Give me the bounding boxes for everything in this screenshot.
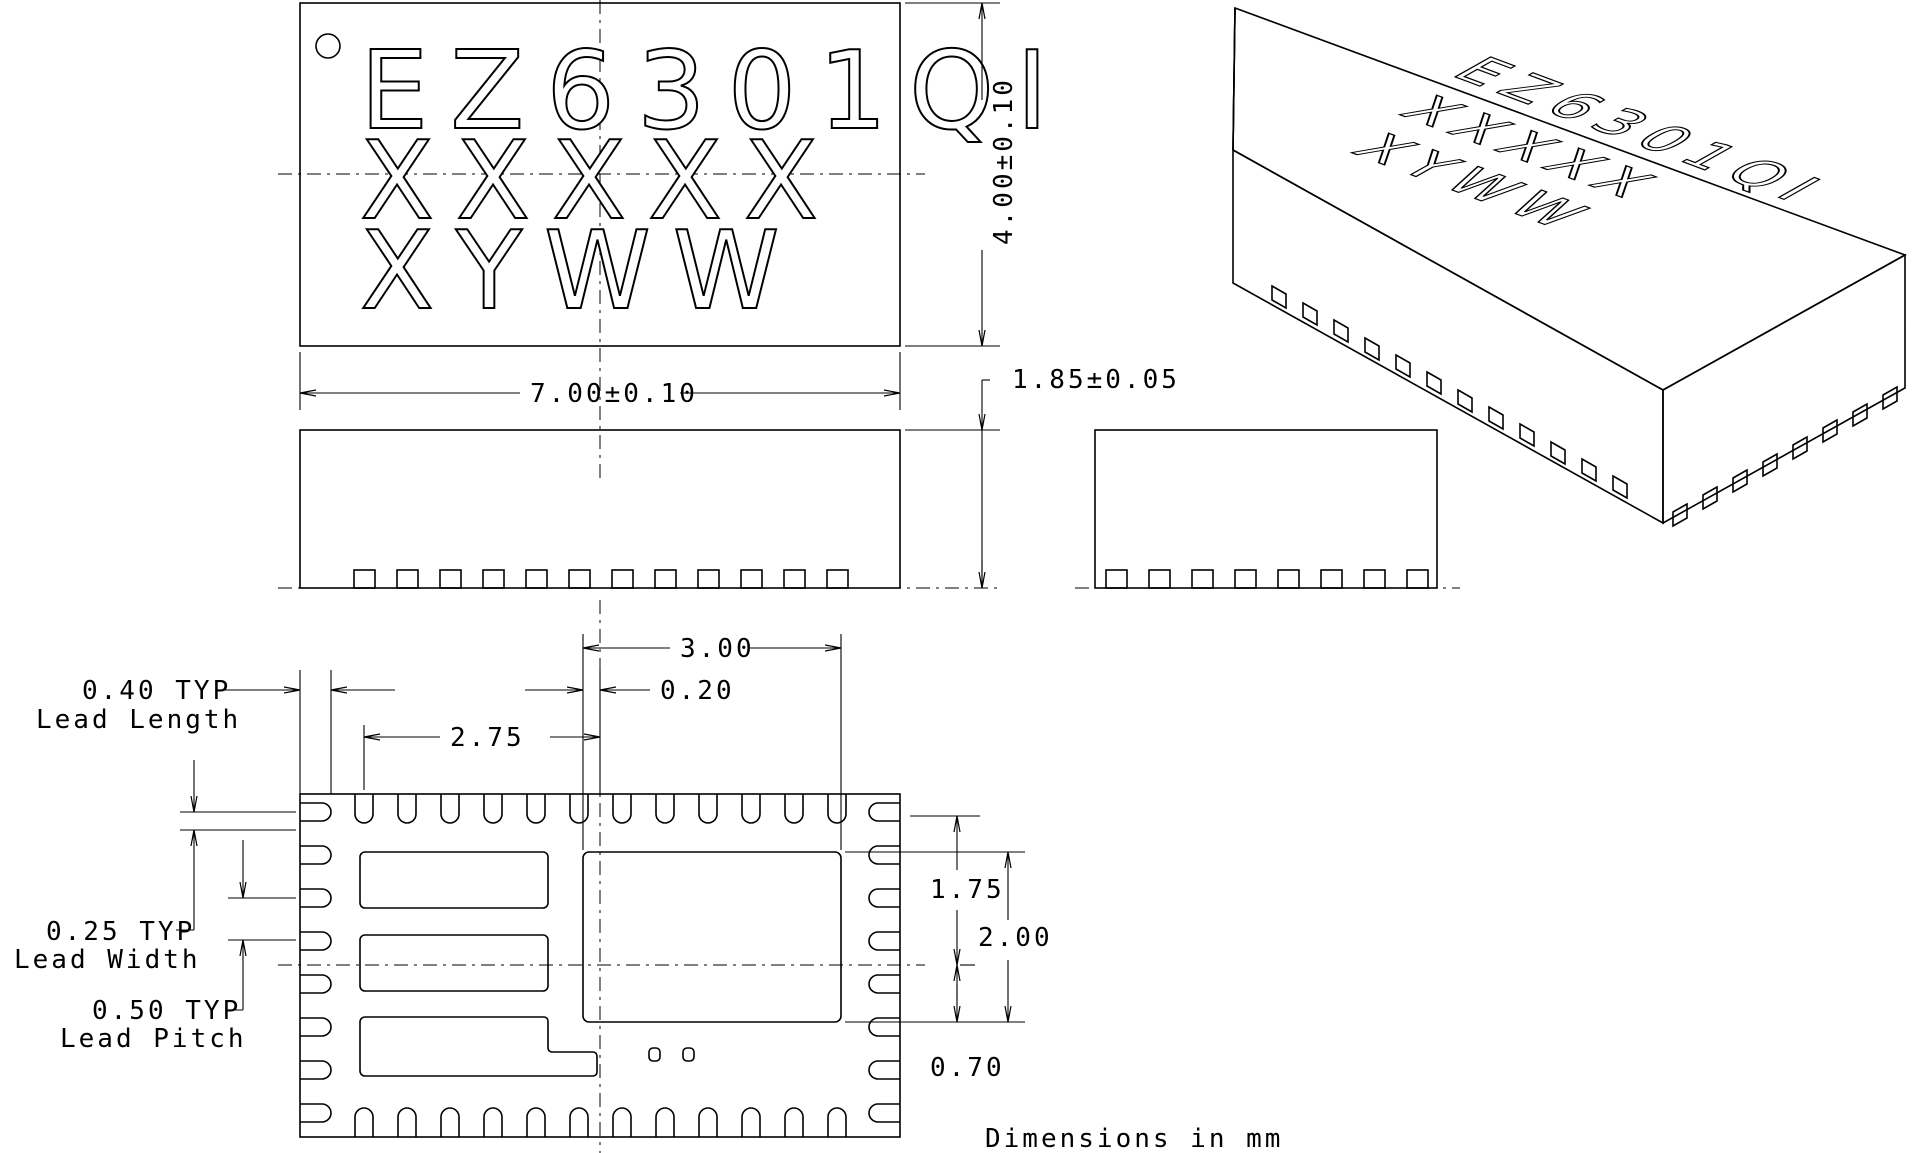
- side-view-short: [1075, 429, 1460, 589]
- pad-bottom-label: 0.70: [930, 1053, 1005, 1083]
- width-label: 4.00±0.10: [989, 77, 1019, 245]
- isometric-view: EZ6301QI XXXXX XYWW: [1232, 6, 1907, 528]
- height-dimension: 1.85±0.05: [905, 365, 1180, 588]
- bottom-leads-top: [354, 794, 847, 824]
- bottom-leads-bottom: [354, 1107, 847, 1137]
- lead-pitch-label: Lead Pitch: [60, 1024, 247, 1054]
- side-view-long: [278, 429, 1000, 589]
- gap-label: 0.20: [660, 676, 735, 706]
- height-label: 1.85±0.05: [1012, 365, 1180, 395]
- lead-pitch-value: 0.50 TYP: [92, 996, 241, 1026]
- pad-offset-label: 2.75: [450, 723, 525, 753]
- lead-length-label: Lead Length: [36, 705, 241, 735]
- length-label: 7.00±0.10: [530, 379, 698, 409]
- pad-span-label: 3.00: [680, 634, 755, 664]
- pad-height-a-label: 1.75: [930, 875, 1005, 905]
- isometric-leads-short: [1672, 385, 1898, 528]
- bottom-leads-right: [868, 802, 900, 1123]
- pad-left-3: [359, 1016, 598, 1077]
- lead-width-label: Lead Width: [14, 945, 201, 975]
- pad-left-1: [359, 851, 549, 909]
- pad-height-b-label: 2.00: [978, 923, 1053, 953]
- marking-line-1: EZ6301QI: [360, 29, 1070, 154]
- bottom-view: 3.00 0.20 0.40 TYP Lead Length 2.75 0.25…: [14, 600, 1053, 1153]
- marking-line-3: XYWW: [360, 209, 802, 334]
- side-leads-long: [353, 569, 849, 589]
- bottom-leads-left: [300, 802, 332, 1123]
- marking-line-2: XXXXX: [360, 119, 840, 244]
- width-dimension: 4.00±0.10: [905, 2, 1019, 347]
- pad-large: [582, 851, 842, 1023]
- pad-left-2: [359, 934, 549, 992]
- length-dimension: 7.00±0.10: [299, 352, 901, 410]
- lead-width-value: 0.25 TYP: [46, 917, 195, 947]
- top-view: EZ6301QI XXXXX XYWW: [278, 0, 1070, 480]
- via-2: [682, 1047, 695, 1062]
- isometric-leads-long: [1271, 284, 1628, 500]
- via-1: [648, 1047, 661, 1062]
- lead-length-value: 0.40 TYP: [82, 676, 231, 706]
- units-note: Dimensions in mm: [985, 1124, 1283, 1153]
